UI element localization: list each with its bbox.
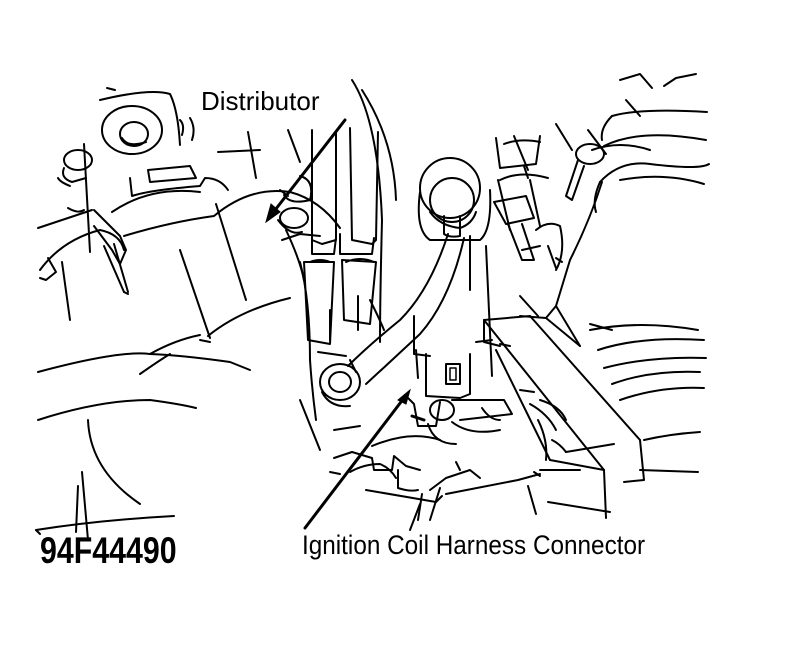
distributor-callout-arrow [265, 118, 347, 224]
valve-cover [37, 129, 341, 373]
distributor-label: Distributor [201, 86, 320, 116]
figure-id: 94F44490 [40, 530, 177, 571]
ignition-coil-harness-connector-label: Ignition Coil Harness Connector [302, 530, 646, 560]
distributor-assembly [277, 79, 397, 421]
ignition-coil [319, 157, 513, 445]
left-mount-bracket [37, 87, 229, 321]
lower-engine-parts [35, 353, 611, 541]
module-box [483, 315, 707, 519]
ignition-connector-callout-arrow [303, 388, 411, 530]
air-intake-duct [519, 73, 710, 347]
spark-plug-wire-boots [493, 123, 607, 271]
